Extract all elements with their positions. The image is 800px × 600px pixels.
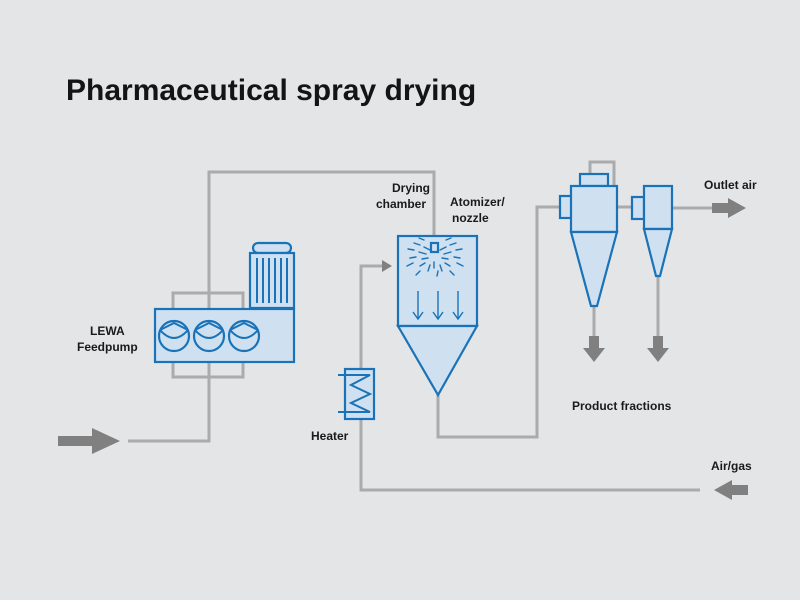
air-gas-label: Air/gas (711, 459, 752, 473)
cyclone2-inlet (630, 195, 646, 221)
feedpump-label-line2: Feedpump (77, 340, 138, 354)
pump-head-2 (192, 319, 226, 353)
feedpump-label-line1: LEWA (90, 324, 125, 338)
chamber-inlet-arrow (382, 260, 392, 272)
drying-chamber-label-line2: chamber (376, 197, 426, 211)
cyclone-1 (558, 172, 619, 308)
pump-heads (157, 319, 261, 353)
atomizer-nozzle-icon (429, 241, 440, 254)
cyclone-2 (630, 184, 674, 278)
drying-chamber-label-line1: Drying (392, 181, 430, 195)
product-fraction-arrow-2 (647, 336, 669, 362)
atomizer-label-line2: nozzle (452, 211, 489, 225)
air-gas-arrow (714, 480, 748, 500)
pump-head-3 (227, 319, 261, 353)
product-fractions-label: Product fractions (572, 399, 672, 413)
feed-pipe (128, 170, 436, 443)
pump-motor-cap (251, 241, 293, 255)
chamber-to-cyclone-pipe (436, 205, 560, 439)
pump-head-1 (157, 319, 191, 353)
cyclone1-body (569, 184, 619, 234)
outlet-air-arrow (712, 198, 746, 218)
heater (338, 367, 376, 421)
flow-arrows (58, 198, 748, 500)
labels: LEWA Feedpump Drying chamber Atomizer/ n… (77, 178, 757, 473)
cyclone1-cap (578, 172, 610, 188)
airflow-arrows-icon (412, 291, 464, 321)
atomizer-label-line1: Atomizer/ (450, 195, 505, 209)
cyclone2-cone (642, 227, 674, 278)
chamber-cone (396, 324, 479, 398)
drying-chamber (396, 234, 479, 398)
heater-label: Heater (311, 429, 349, 443)
page-title: Pharmaceutical spray drying (66, 74, 476, 107)
feedpump (153, 241, 296, 364)
cyclone-to-cyclone-pipe (588, 160, 632, 209)
spray-icon (406, 237, 464, 277)
cyclone1-cone (569, 230, 619, 308)
outlet-air-label: Outlet air (704, 178, 757, 192)
pump-motor-fins (256, 258, 288, 303)
feed-inlet-arrow (58, 428, 120, 454)
product-fraction-arrow-1 (583, 336, 605, 362)
heater-coil (338, 374, 373, 413)
cyclone2-body (642, 184, 674, 231)
